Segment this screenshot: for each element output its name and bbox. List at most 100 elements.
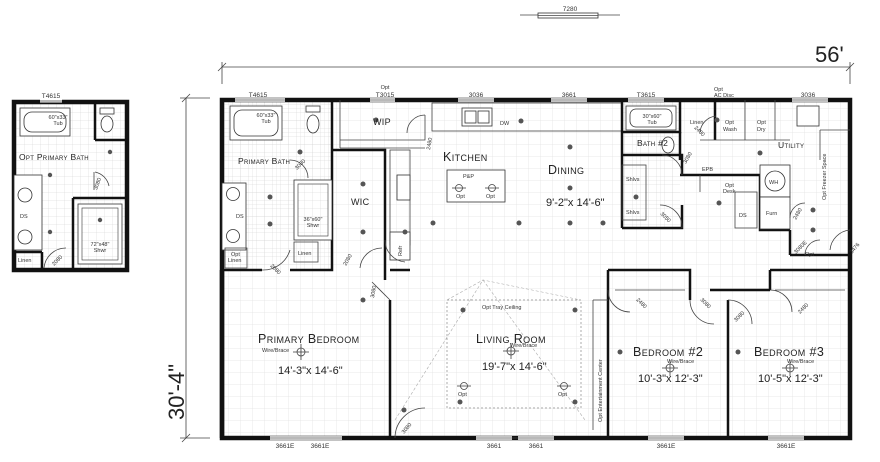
primary-bedroom-wire: Wire/Brace [262, 348, 289, 354]
top-window-label: 7280 [563, 6, 578, 13]
width-dimension-line: 56' [217, 42, 855, 84]
bath2-tub-word: Tub [647, 120, 656, 126]
ceiling-fan-icons [293, 184, 798, 390]
primary-ds-label: DS [236, 214, 244, 220]
svg-text:72"x48": 72"x48" [91, 242, 110, 248]
bath2-door-3080: 3080 [683, 151, 694, 165]
opt-desk-label: Desk [723, 189, 736, 195]
primary-bedroom-door: 3080 [370, 285, 378, 298]
primary-sink-icon [226, 187, 240, 201]
bath2-label: Bath #2 [637, 138, 668, 148]
bedroom3-size: 10'-5"x 12'-3" [758, 373, 823, 385]
primary-toilet-icon [306, 114, 320, 134]
primary-sink-icon [226, 229, 240, 243]
inset-opt-primary-bath: T4615 60"x33" Tub Opt Primary Bath 3080 … [11, 93, 130, 273]
refr-label: Refr [398, 245, 404, 256]
utility-ds-label: DS [739, 213, 747, 219]
window-3036: 3036 [469, 92, 484, 99]
primary-shower-word: Shwr [307, 223, 320, 229]
overall-depth-label: 30'-4" [164, 364, 189, 420]
primary-bath-label: Primary Bath [238, 156, 290, 166]
opt-wash-a: Opt [725, 120, 734, 126]
opt-desk-a: Opt [725, 183, 734, 189]
kitchen-door-2480: 2480 [426, 137, 434, 150]
window-3661e-1: 3661E [276, 443, 295, 450]
inset-tub-word: Tub [53, 121, 62, 127]
depth-dimension-line: 30'-4" [164, 93, 210, 443]
utility-door-3080e-opt: Opt [805, 252, 814, 258]
furn-label: Furn [766, 211, 777, 217]
inset-ds-label: DS [20, 214, 28, 220]
primary-linen-label: Linen [298, 251, 311, 257]
bedroom3-label: Bedroom #3 [754, 345, 824, 359]
range [396, 174, 411, 201]
window-3661e-2: 3661E [657, 443, 676, 450]
window-opt: Opt [381, 85, 390, 91]
living-room-wire: Wire/Brace [510, 343, 537, 349]
dishwasher-label: DW [500, 121, 510, 127]
bath2-toilet-icon [661, 136, 675, 154]
epb-label: EPB [702, 167, 713, 173]
primary-shower-size: 36"x60" [304, 217, 323, 223]
living-opt-left: Opt [458, 392, 467, 398]
bedroom3-wire: Wire/Brace [787, 359, 814, 365]
utility-linen-label: Linen [690, 120, 703, 126]
svg-text:Shwr: Shwr [94, 248, 107, 254]
dining-size: 9'-2"x 14'-6" [546, 197, 605, 209]
primary-bedroom-label: Primary Bedroom [258, 332, 360, 346]
inset-toilet-icon [100, 115, 114, 133]
utility-door-2480b: 2480 [793, 207, 804, 221]
primary-tub-size: 60"x33" [257, 113, 276, 119]
room-labels: 60"x33" Tub Primary Bath DS Opt Linen 36… [228, 113, 861, 435]
bath2-tub-size: 30"x60" [643, 114, 662, 120]
island-opt-right: Opt [486, 194, 495, 200]
window-labels: T4615 Opt T3015 3036 3661 T3615 Opt AC D… [249, 85, 816, 450]
bedroom2-size: 10'-3"x 12'-3" [638, 373, 703, 385]
inset-room-name: Opt Primary Bath [19, 152, 89, 162]
opt-dry-label: Dry [757, 127, 766, 133]
primary-tub-word: Tub [261, 119, 270, 125]
main-floor [219, 97, 853, 441]
window-t3015: T3015 [376, 92, 395, 99]
inset-linen-label: Linen [18, 258, 31, 264]
opt-dry-a: Opt [757, 120, 766, 126]
window-3661-2: 3661 [529, 443, 544, 450]
bedroom2-label: Bedroom #2 [633, 345, 703, 359]
wh-label: WH [769, 180, 778, 186]
freezer-label: Opt Freezer Space [822, 154, 828, 200]
living-opt-right: Opt [558, 392, 567, 398]
tray-ceiling-label: Opt Tray Ceiling [482, 305, 521, 311]
inset-tub-size: 60"x33" [49, 115, 68, 121]
living-room-label: Living Room [476, 332, 546, 346]
window-t3615: T3615 [637, 92, 656, 99]
window-3661e-3: 3661E [777, 443, 796, 450]
window-3661e-1b: 3661E [311, 443, 330, 450]
window-ac-disc: AC Disc [714, 93, 734, 99]
inset-sink-icon [17, 187, 33, 203]
primary-opt-label: Opt [231, 252, 240, 258]
wic-label: WIC [351, 197, 370, 207]
top-dimension: 7280 [520, 6, 620, 19]
bath2-shlvs-a: Shlvs [626, 177, 640, 183]
refrigerator [389, 231, 411, 261]
entertainment-center-label: Opt Entertainment Center [598, 359, 604, 422]
window-t4615: T4615 [249, 92, 268, 99]
inset-door-3080: 3080 [93, 177, 103, 191]
living-room-size: 19'-7"x 14'-6" [482, 361, 547, 373]
overall-width-label: 56' [815, 42, 844, 67]
inset-window-label: T4615 [42, 93, 61, 100]
primary-linen-opt-label: Linen [228, 258, 241, 264]
dining-label: Dining [548, 163, 584, 177]
bedroom2-wire: Wire/Brace [667, 359, 694, 365]
primary-bedroom-size: 14'-3"x 14'-6" [278, 365, 343, 377]
furnace [759, 196, 791, 230]
window-3661-1: 3661 [487, 443, 502, 450]
window-3036-b: 3036 [801, 92, 816, 99]
window-opt-ac: Opt [714, 87, 723, 93]
primary-door-2080b: 2080 [343, 253, 354, 267]
utility-label: Utility [778, 140, 804, 150]
wip-label: WIP [373, 117, 391, 127]
kitchen-label: Kitchen [443, 150, 488, 164]
